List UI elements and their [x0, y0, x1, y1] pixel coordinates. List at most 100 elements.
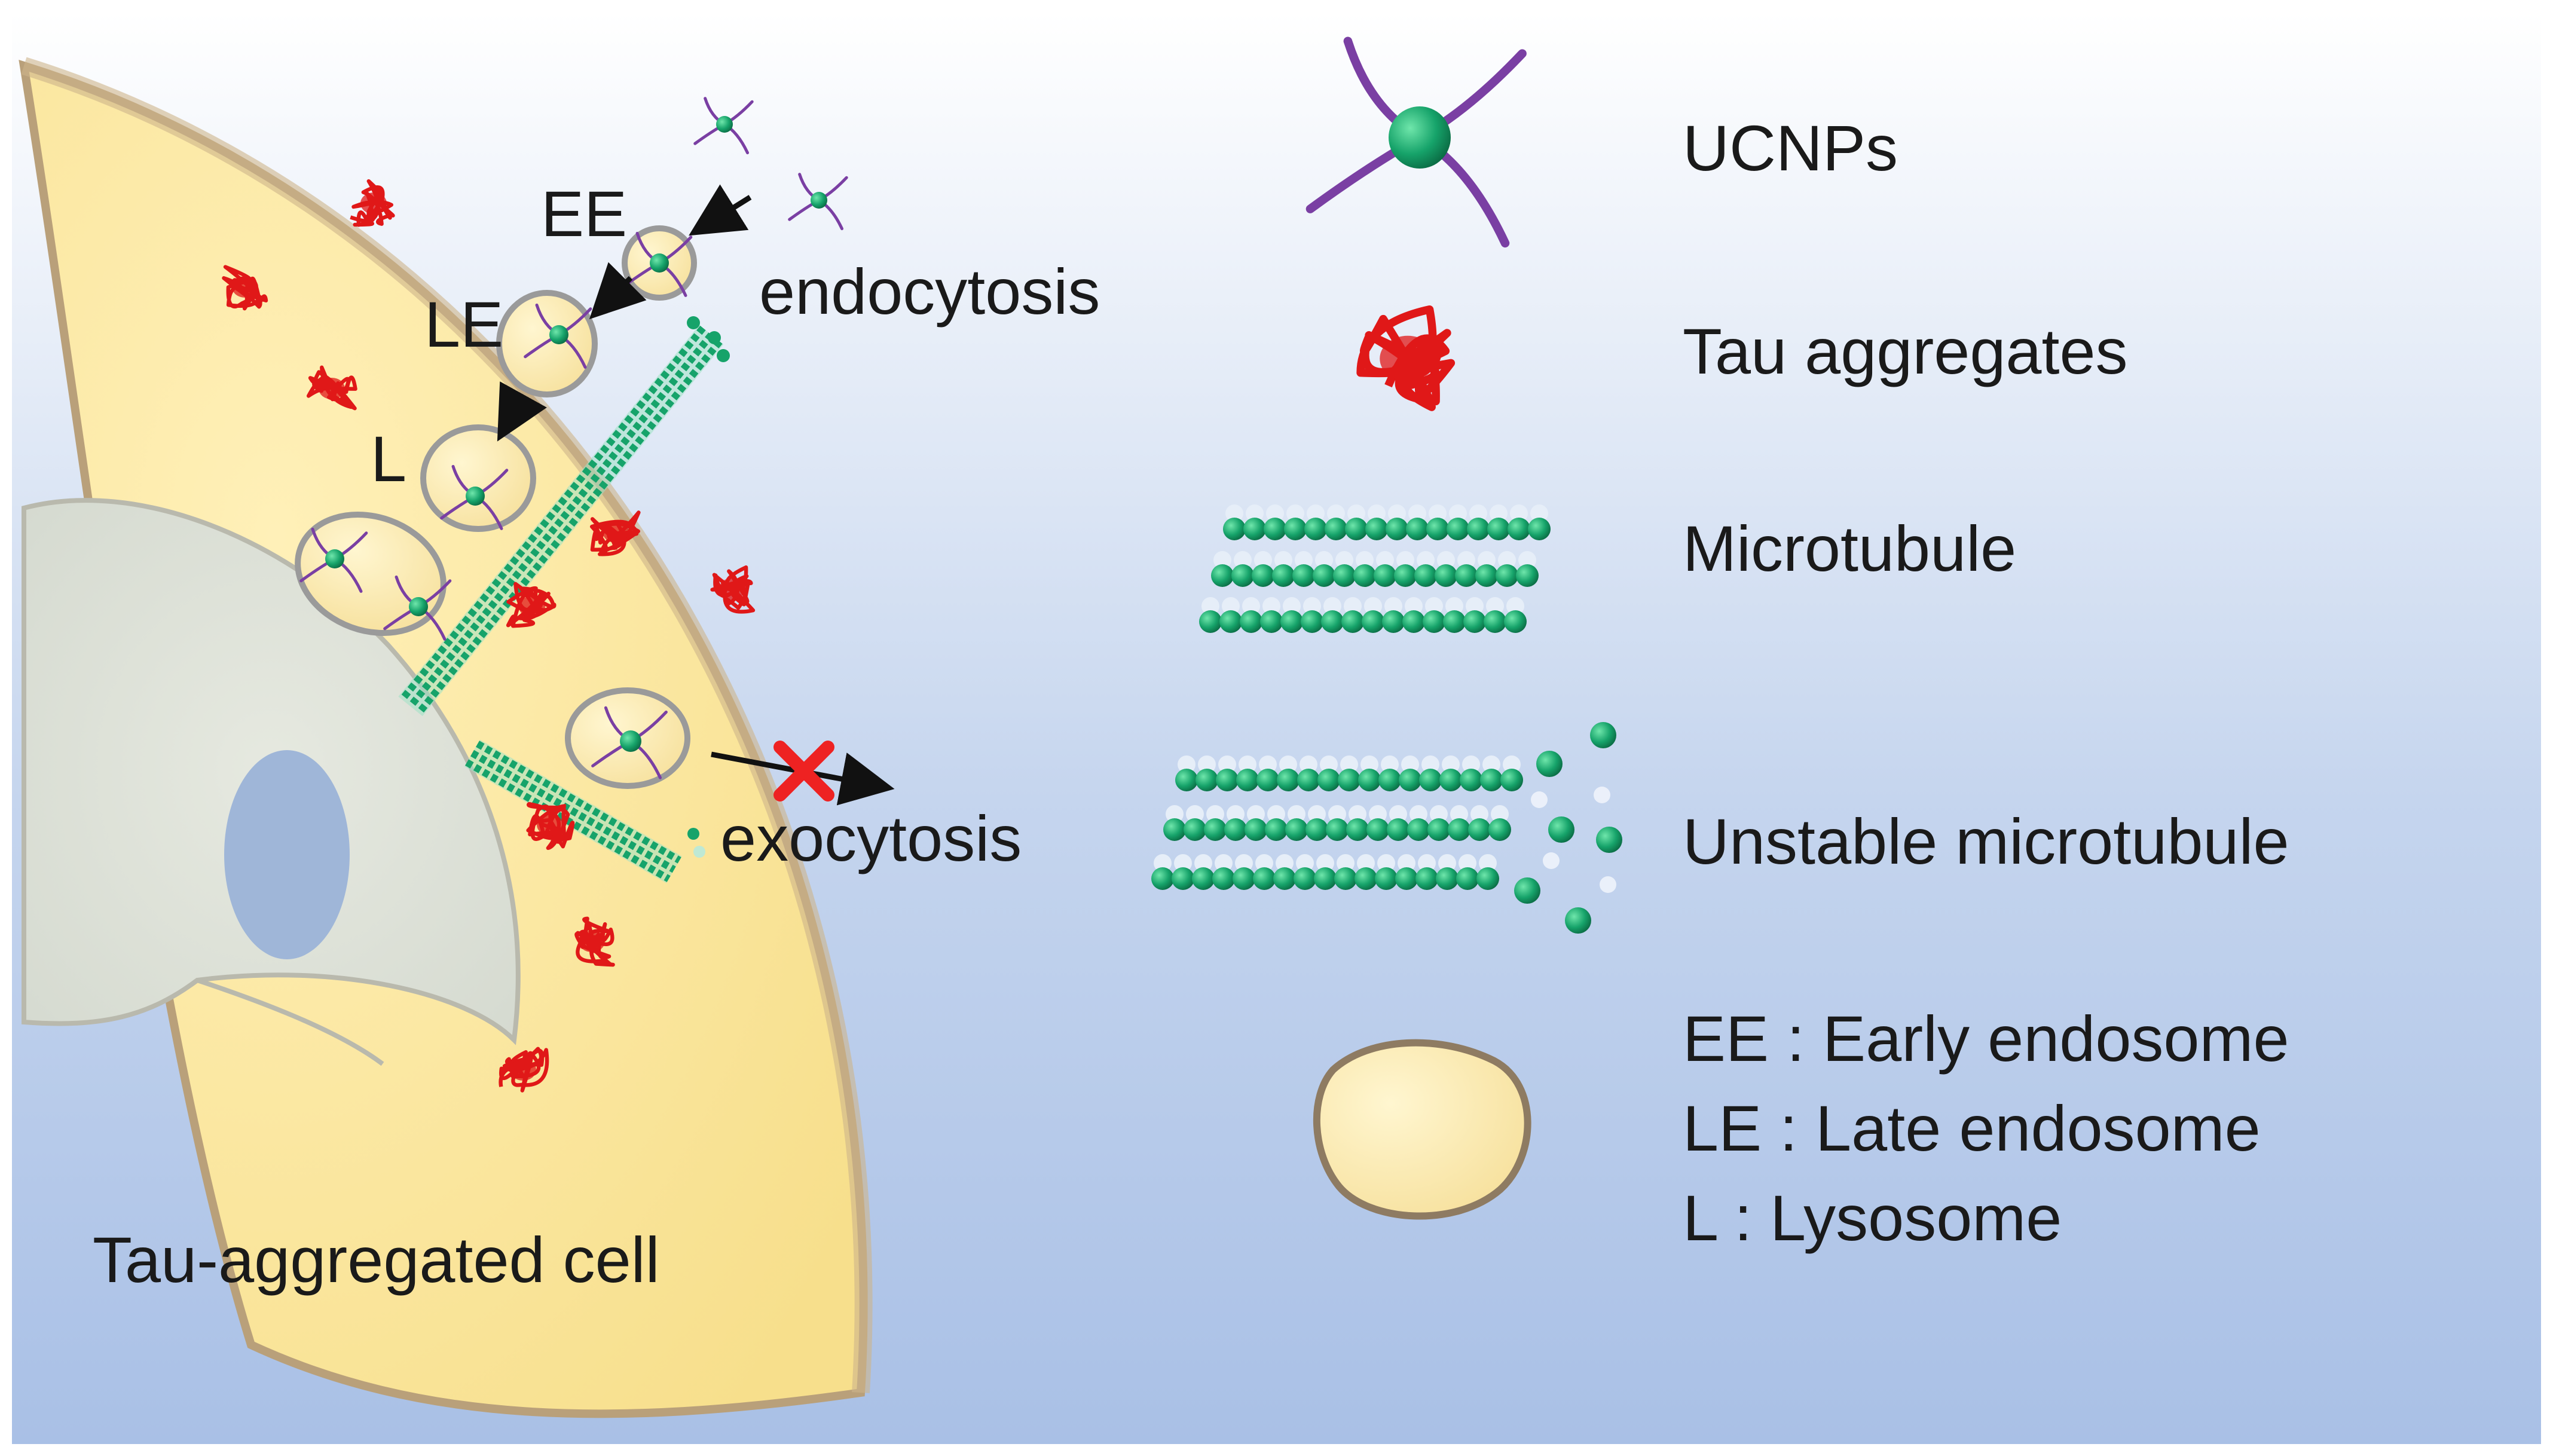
microtubule-bead	[1284, 518, 1307, 540]
legend-tau-glyph	[1356, 305, 1456, 411]
extracellular-ucnp	[693, 97, 754, 155]
microtubule-bead	[1487, 518, 1510, 540]
microtubule-bead	[1480, 769, 1503, 791]
microtubule-bead	[1333, 564, 1356, 587]
microtubule-bead	[1355, 867, 1377, 890]
microtubule-bead	[1504, 610, 1527, 633]
tau-aggregate	[499, 1047, 549, 1093]
microtubule-bead	[1151, 867, 1174, 890]
microtubule-bead	[1211, 564, 1234, 587]
microtubule-bead	[1382, 610, 1405, 633]
microtubule-bead	[1386, 518, 1408, 540]
microtubule-bead	[1476, 867, 1499, 890]
microtubule-bead	[1402, 610, 1425, 633]
microtubule-bead	[1313, 564, 1335, 587]
legend-label-microtubule: Microtubule	[1683, 512, 2016, 585]
tau-aggregate	[589, 510, 641, 556]
microtubule-bead	[1463, 610, 1486, 633]
microtubule-bead	[1423, 610, 1445, 633]
microtubule-bead	[1353, 564, 1376, 587]
microtubule-bead	[1277, 769, 1300, 791]
microtubule-bead	[1374, 564, 1396, 587]
microtubule-bead	[1375, 867, 1398, 890]
tau-aggregate	[350, 179, 395, 227]
microtubule-bead	[1321, 610, 1344, 633]
nanoparticle-icon	[1305, 36, 1527, 248]
label-le: LE	[424, 288, 503, 360]
microtubule-bead	[1219, 610, 1242, 633]
microtubule-bead	[1294, 867, 1316, 890]
ucnp-in-lysosome	[440, 464, 509, 530]
lysosome	[420, 424, 536, 532]
microtubule-bead	[1345, 518, 1368, 540]
microtubule-bead	[1317, 769, 1340, 791]
microtubule-bead	[1346, 818, 1369, 841]
microtubule-bead	[1175, 769, 1198, 791]
microtubule-bead	[1273, 867, 1296, 890]
legend-label-tau: Tau aggregates	[1683, 315, 2128, 387]
microtubule-bead	[1253, 867, 1276, 890]
detached-subunit	[1536, 751, 1563, 777]
microtubule-bead	[1264, 518, 1286, 540]
legend: UCNPs Tau aggregates Microtubule Unstabl…	[1151, 36, 2289, 1254]
detached-subunit	[1596, 827, 1622, 853]
microtubule-bead	[1240, 610, 1262, 633]
detached-subunit	[1590, 722, 1616, 748]
tau-aggregate	[526, 802, 575, 851]
microtubule-bead	[1448, 818, 1470, 841]
microtubule-bead	[1406, 518, 1429, 540]
microtubule-bead	[1163, 818, 1186, 841]
microtubule-bead	[1496, 564, 1518, 587]
microtubule-bead	[1334, 867, 1357, 890]
microtubule-bead	[1260, 610, 1283, 633]
microtubule-bead	[1455, 564, 1478, 587]
microtubule-bead	[1326, 818, 1349, 841]
microtubule-bead	[1224, 818, 1247, 841]
intracellular-microtubules	[398, 316, 730, 883]
late-endosome	[496, 290, 598, 397]
label-exocytosis: exocytosis	[720, 802, 1022, 874]
microtubule-bead	[1305, 818, 1328, 841]
microtubule-bead	[1414, 564, 1437, 587]
blocked-cross-icon	[773, 741, 834, 802]
microtubule-bead	[1233, 867, 1255, 890]
detached-subunit	[1548, 816, 1574, 843]
microtubule-bead	[1488, 818, 1511, 841]
legend-ucnp-glyph	[1305, 36, 1527, 248]
microtubule-bead	[1216, 769, 1239, 791]
legend-label-ucnps: UCNPs	[1683, 112, 1898, 184]
microtubule-bead	[1443, 610, 1466, 633]
microtubule-bead	[1528, 518, 1551, 540]
microtubule-bead	[1456, 867, 1479, 890]
microtubule-bead	[1387, 818, 1409, 841]
trafficking-arrows	[497, 184, 895, 806]
microtubule-bead	[1500, 769, 1523, 791]
microtubule-bead	[1415, 867, 1438, 890]
label-endocytosis: endocytosis	[759, 255, 1100, 328]
detached-subunit	[1514, 877, 1540, 904]
tau-aggregate-icon	[1356, 305, 1456, 411]
microtubule-bead	[1394, 564, 1417, 587]
microtubule-bead	[1199, 610, 1222, 633]
microtubule-bead	[1184, 818, 1206, 841]
tau-aggregate	[574, 916, 615, 967]
cell	[19, 57, 873, 1418]
extracellular-ucnp	[788, 173, 848, 231]
ucnp-in-fused-lysosome	[383, 575, 452, 641]
tau-aggregate	[306, 365, 357, 411]
microtubule-bead	[1468, 818, 1491, 841]
microtubule-bead	[1435, 564, 1457, 587]
microtubule-bead	[1460, 769, 1482, 791]
microtubule-bead	[1236, 769, 1259, 791]
microtubule-bead	[1358, 769, 1381, 791]
tau-aggregates-layer	[222, 179, 756, 1093]
microtubule-bead	[1508, 518, 1530, 540]
microtubule-bead	[1427, 818, 1450, 841]
microtubule-bead	[1338, 769, 1360, 791]
microtubule-bead	[1301, 610, 1323, 633]
tau-aggregate	[222, 265, 268, 311]
tau-aggregate	[506, 582, 557, 628]
vesicle-icon	[1313, 1039, 1531, 1220]
legend-key-ee: EE : Early endosome	[1683, 1002, 2289, 1075]
